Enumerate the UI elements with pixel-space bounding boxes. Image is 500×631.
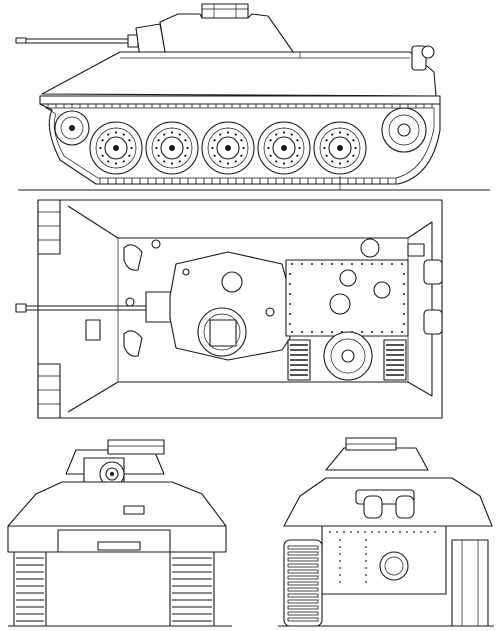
side-track-links	[47, 104, 433, 184]
top-exhaust-left	[407, 243, 425, 257]
top-loader-hatch	[221, 271, 243, 293]
top-driver-visor	[85, 319, 101, 341]
side-commander-cupola	[201, 3, 249, 19]
rear-view	[278, 437, 494, 627]
side-road-wheel	[145, 121, 199, 175]
side-exhaust	[411, 45, 435, 71]
rear-plate-rivets	[329, 531, 436, 583]
side-gun-barrel	[15, 34, 139, 48]
side-hull-upper	[41, 51, 437, 97]
top-cooling-fan	[323, 331, 373, 381]
front-right-track	[169, 551, 215, 627]
top-air-intake	[360, 238, 380, 258]
side-road-wheels	[89, 121, 367, 175]
rear-exhausts	[355, 489, 415, 519]
top-engine-grilles	[287, 339, 407, 381]
side-view	[15, 3, 490, 191]
rear-right-track	[451, 539, 489, 627]
side-road-wheel	[313, 121, 367, 175]
top-radio-hatch	[123, 330, 143, 357]
top-view	[15, 199, 443, 419]
side-drive-sprocket	[381, 107, 427, 153]
top-filler-cap-1	[339, 269, 357, 287]
top-engine-deck-rivets	[289, 263, 405, 333]
side-road-wheel	[89, 121, 143, 175]
rear-inspection-hatch	[379, 551, 409, 581]
side-fender	[39, 95, 441, 105]
front-left-track	[13, 551, 47, 627]
top-cupola-ring	[197, 307, 247, 357]
top-gun-barrel	[15, 291, 175, 323]
side-track	[39, 103, 441, 185]
side-road-wheel	[257, 121, 311, 175]
side-turret	[159, 13, 297, 59]
front-commander-cupola	[107, 439, 165, 455]
top-driver-hatch	[123, 244, 143, 271]
top-left-front-guard	[37, 199, 61, 255]
side-road-wheel	[201, 121, 255, 175]
top-filler-cap-3	[373, 281, 391, 299]
top-deck-edge	[67, 205, 433, 413]
side-idler-wheel	[54, 110, 90, 146]
front-view	[7, 439, 232, 627]
rear-left-track	[283, 539, 323, 627]
front-glacis	[7, 481, 227, 527]
top-filler-cap-2	[329, 293, 351, 315]
top-turret	[169, 251, 291, 361]
top-right-front-guard	[37, 363, 61, 419]
rear-turret	[325, 447, 429, 471]
front-driver-visor	[123, 505, 145, 515]
